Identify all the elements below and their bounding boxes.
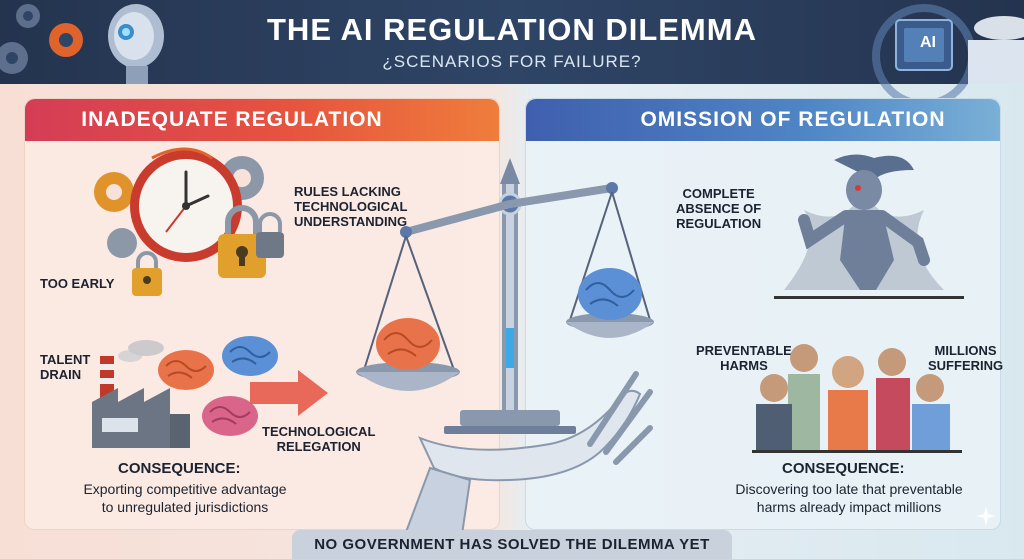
brain-blue-icon <box>222 336 278 376</box>
label-too-early: TOO EARLY <box>40 276 115 291</box>
right-consequence-title: CONSEQUENCE: <box>782 460 905 477</box>
left-panel-title: INADEQUATE REGULATION <box>25 99 499 141</box>
footer-banner: NO GOVERNMENT HAS SOLVED THE DILEMMA YET <box>292 530 732 559</box>
page-title: THE AI REGULATION DILEMMA <box>267 12 757 47</box>
padlock-small-icon <box>132 251 162 296</box>
label-absence: COMPLETE ABSENCE OF REGULATION <box>676 186 762 231</box>
padlock-icon <box>218 205 284 278</box>
label-talent-drain: TALENT DRAIN <box>40 352 91 382</box>
balance-scale-icon <box>356 158 654 549</box>
ai-monitor-icon <box>872 4 1024 108</box>
gears-icon <box>0 4 83 74</box>
page-subtitle: ¿SCENARIOS FOR FAILURE? <box>382 52 642 71</box>
label-millions-suffering: MILLIONS SUFFERING <box>928 343 1004 373</box>
ai-badge: AI <box>920 34 936 51</box>
right-consequence-text: Discovering too late that preventable ha… <box>735 481 963 515</box>
relegation-arrow-icon <box>250 370 328 416</box>
robot-head-icon <box>108 4 164 84</box>
brain-pink-icon <box>202 396 258 436</box>
label-rules-lacking: RULES LACKING TECHNOLOGICAL UNDERSTANDIN… <box>294 184 408 229</box>
brain-orange-icon <box>158 350 214 390</box>
sparkle-icon <box>976 506 996 526</box>
left-consequence-title: CONSEQUENCE: <box>118 460 241 477</box>
label-technological-relegation: TECHNOLOGICAL RELEGATION <box>262 424 376 454</box>
suffering-people-icon <box>752 344 962 453</box>
right-panel-title: OMISSION OF REGULATION <box>526 99 1000 141</box>
factory-icon <box>92 340 190 448</box>
header-banner: THE AI REGULATION DILEMMA ¿SCENARIOS FOR… <box>0 0 1024 108</box>
label-preventable-harms: PREVENTABLE HARMS <box>696 343 792 373</box>
monster-icon <box>774 154 964 299</box>
left-consequence-text: Exporting competitive advantage to unreg… <box>83 481 287 515</box>
left-panel: INADEQUATE REGULATION <box>24 98 500 530</box>
clock-icon <box>94 147 264 262</box>
